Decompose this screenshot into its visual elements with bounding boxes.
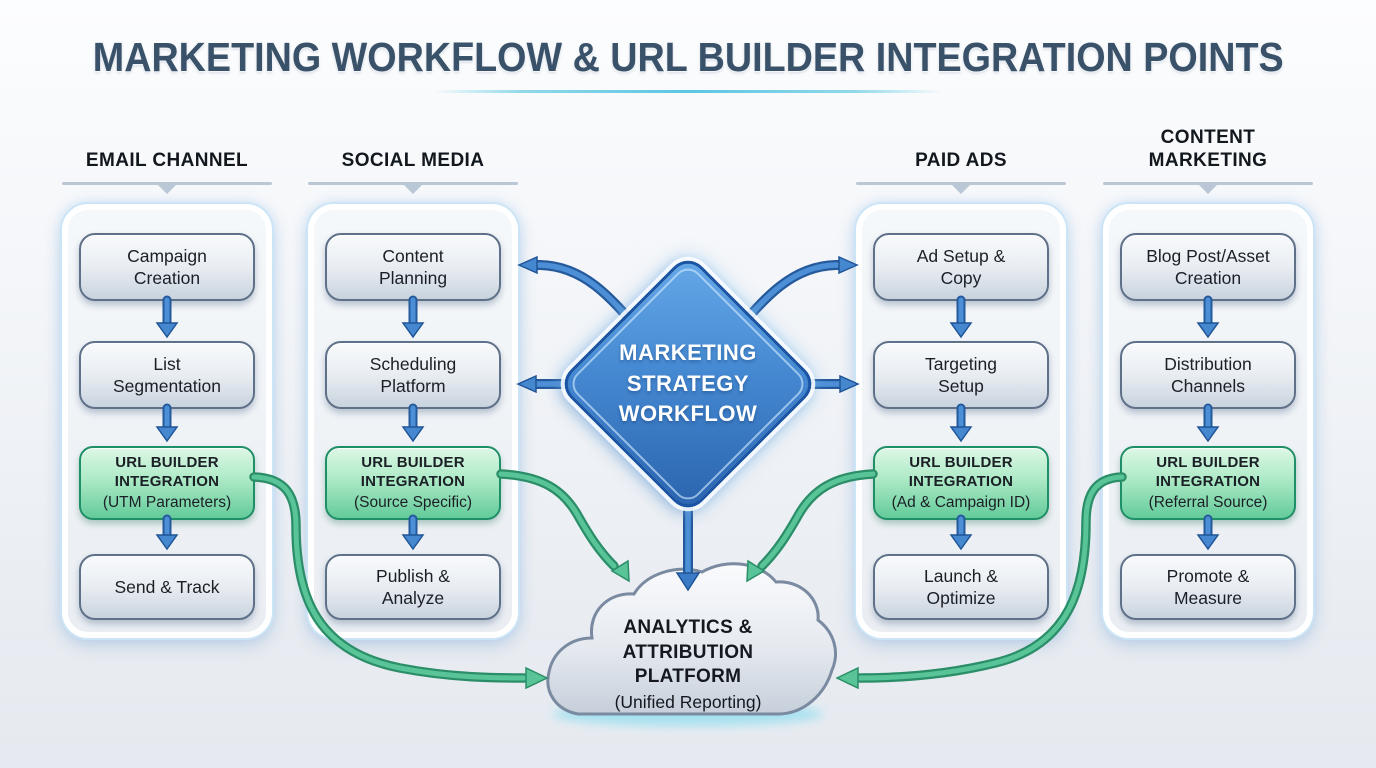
step-box-list-segmentation: List Segmentation — [79, 341, 255, 409]
header-rule — [62, 182, 272, 185]
column-content-marketing: CONTENT MARKETING Blog Post/Asset Creati… — [1103, 118, 1313, 638]
column-header: CONTENT MARKETING — [1148, 126, 1268, 172]
step-box-scheduling-platform: Scheduling Platform — [325, 341, 501, 409]
url-builder-integration-box-social: URL BUILDER INTEGRATION (Source Specific… — [325, 446, 501, 520]
column-container: Blog Post/Asset Creation Distribution Ch… — [1103, 204, 1313, 638]
step-box-distribution-channels: Distribution Channels — [1120, 341, 1296, 409]
column-header: EMAIL CHANNEL — [85, 150, 249, 172]
header-rule — [856, 182, 1066, 185]
analytics-cloud-label: ANALYTICS & ATTRIBUTION PLATFORM (Unifie… — [614, 617, 762, 713]
step-box-publish-analyze: Publish & Analyze — [325, 554, 501, 620]
step-box-blog-post-asset-creation: Blog Post/Asset Creation — [1120, 233, 1296, 301]
header-rule — [308, 182, 518, 185]
step-box-targeting-setup: Targeting Setup — [873, 341, 1049, 409]
column-container: Content Planning Scheduling Platform URL… — [308, 204, 518, 638]
column-email-channel: EMAIL CHANNEL Campaign Creation List Seg… — [62, 118, 272, 638]
marketing-strategy-diamond: MARKETING STRATEGY WORKFLOW — [556, 252, 820, 516]
step-box-launch-optimize: Launch & Optimize — [873, 554, 1049, 620]
column-social-media: SOCIAL MEDIA Content Planning Scheduling… — [308, 118, 518, 638]
step-box-promote-measure: Promote & Measure — [1120, 554, 1296, 620]
column-paid-ads: PAID ADS Ad Setup & Copy Targeting Setup… — [856, 118, 1066, 638]
url-builder-integration-box-paid-ads: URL BUILDER INTEGRATION (Ad & Campaign I… — [873, 446, 1049, 520]
step-box-send-track: Send & Track — [79, 554, 255, 620]
url-builder-integration-box-email: URL BUILDER INTEGRATION (UTM Parameters) — [79, 446, 255, 520]
column-container: Ad Setup & Copy Targeting Setup URL BUIL… — [856, 204, 1066, 638]
url-builder-integration-box-content: URL BUILDER INTEGRATION (Referral Source… — [1120, 446, 1296, 520]
step-box-content-planning: Content Planning — [325, 233, 501, 301]
title-underline — [432, 90, 944, 93]
step-box-campaign-creation: Campaign Creation — [79, 233, 255, 301]
header-rule — [1103, 182, 1313, 185]
page-title: MARKETING WORKFLOW & URL BUILDER INTEGRA… — [0, 34, 1376, 81]
column-header: SOCIAL MEDIA — [341, 150, 485, 172]
step-box-ad-setup-copy: Ad Setup & Copy — [873, 233, 1049, 301]
column-container: Campaign Creation List Segmentation URL … — [62, 204, 272, 638]
column-header: PAID ADS — [915, 150, 1007, 172]
diamond-label: MARKETING STRATEGY WORKFLOW — [618, 340, 758, 427]
page-title-text: MARKETING WORKFLOW & URL BUILDER INTEGRA… — [92, 34, 1284, 80]
